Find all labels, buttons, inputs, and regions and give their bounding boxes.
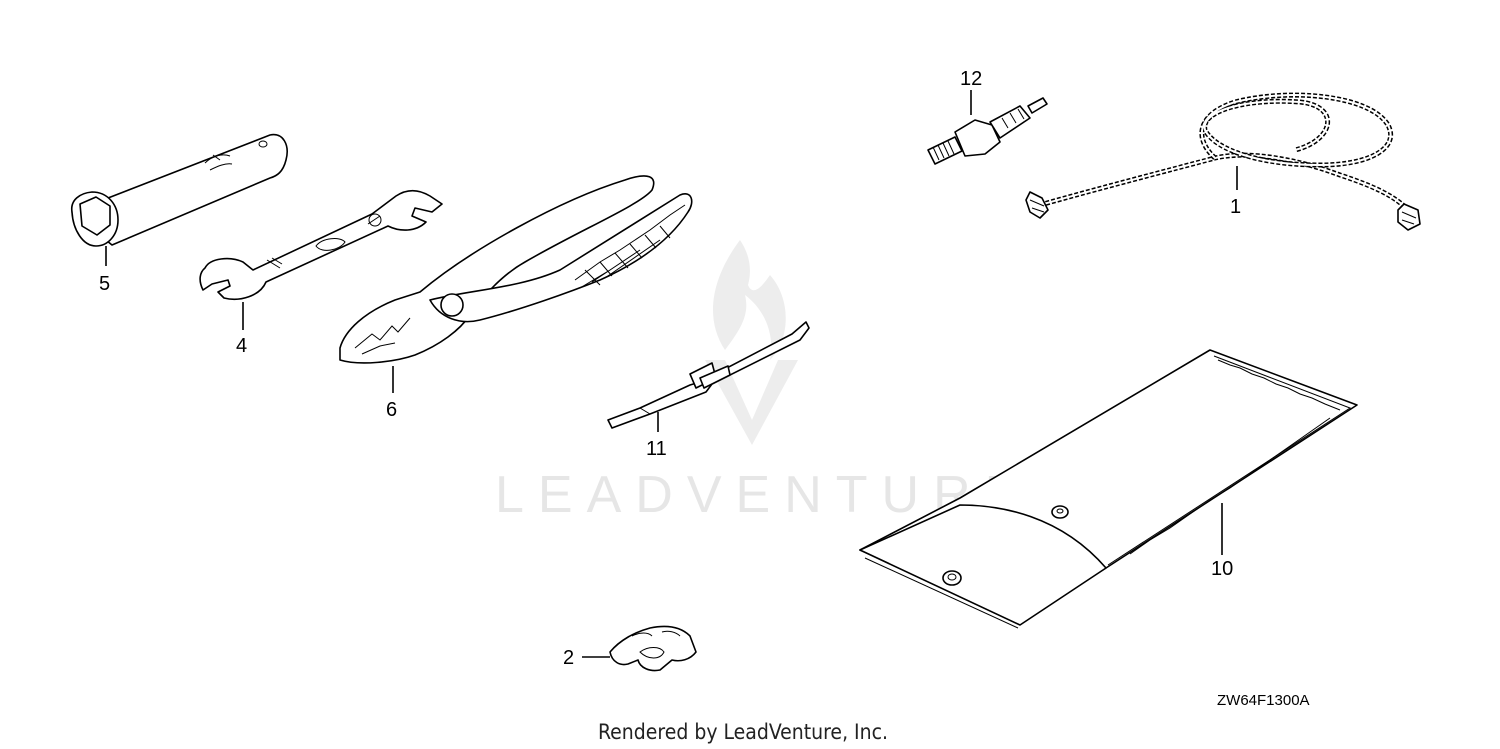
part-5-tube-wrench[interactable] [70, 133, 288, 247]
callout-11[interactable]: 11 [646, 438, 667, 460]
callout-2[interactable]: 2 [563, 647, 574, 669]
part-11-screwdriver[interactable] [607, 321, 810, 429]
callout-6[interactable]: 6 [386, 399, 397, 421]
part-4-spanner[interactable] [199, 189, 443, 300]
part-6-pliers[interactable] [339, 175, 693, 364]
part-1-cord[interactable] [1025, 92, 1421, 231]
part-10-tool-bag[interactable] [859, 349, 1358, 629]
rendered-by-footer: Rendered by LeadVenture, Inc. [598, 720, 888, 744]
callout-12[interactable]: 12 [960, 68, 982, 90]
callout-10[interactable]: 10 [1211, 558, 1233, 580]
watermark-logo-icon [705, 240, 798, 445]
callout-4[interactable]: 4 [236, 335, 247, 357]
part-12-spark-plug[interactable] [927, 97, 1048, 165]
callout-1[interactable]: 1 [1230, 196, 1241, 218]
callout-5[interactable]: 5 [99, 273, 110, 295]
part-2-clip[interactable] [609, 625, 697, 672]
diagram-part-code: ZW64F1300A [1217, 692, 1310, 709]
